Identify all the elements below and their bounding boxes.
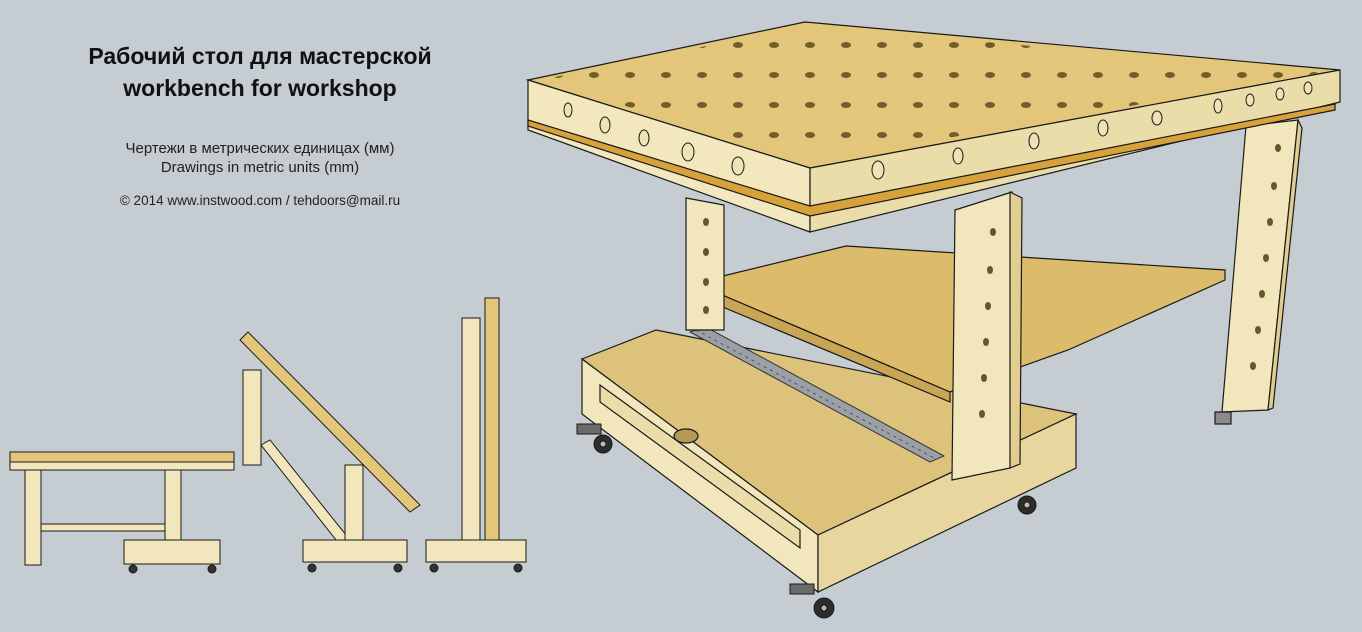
subtitle-russian: Чертежи в метрических единицах (мм) xyxy=(125,140,395,157)
legs xyxy=(685,117,1303,481)
side-view-vertical xyxy=(425,297,527,573)
title-russian: Рабочий стол для мастерской xyxy=(88,43,432,69)
title-english: workbench for workshop xyxy=(123,75,397,101)
subtitle-english: Drawings in metric units (mm) xyxy=(160,159,360,176)
caster-wheel-front-right xyxy=(789,583,835,619)
side-view-tilted xyxy=(239,331,421,573)
heading-subtitle: Чертежи в метрических единицах (мм) Draw… xyxy=(70,139,450,177)
side-view-flat xyxy=(9,451,235,574)
leg-holes xyxy=(703,144,1281,418)
copyright-text: © 2014 www.instwood.com / tehdoors@mail.… xyxy=(119,193,401,208)
table-top-front-holes xyxy=(563,81,1313,180)
dog-hole-grid xyxy=(540,26,1325,162)
heading-title: Рабочий стол для мастерской workbench fo… xyxy=(40,40,480,104)
caster-wheels xyxy=(576,423,1037,619)
caster-wheel-front-left xyxy=(576,423,613,454)
caster-wheel-back-right xyxy=(1017,495,1037,515)
